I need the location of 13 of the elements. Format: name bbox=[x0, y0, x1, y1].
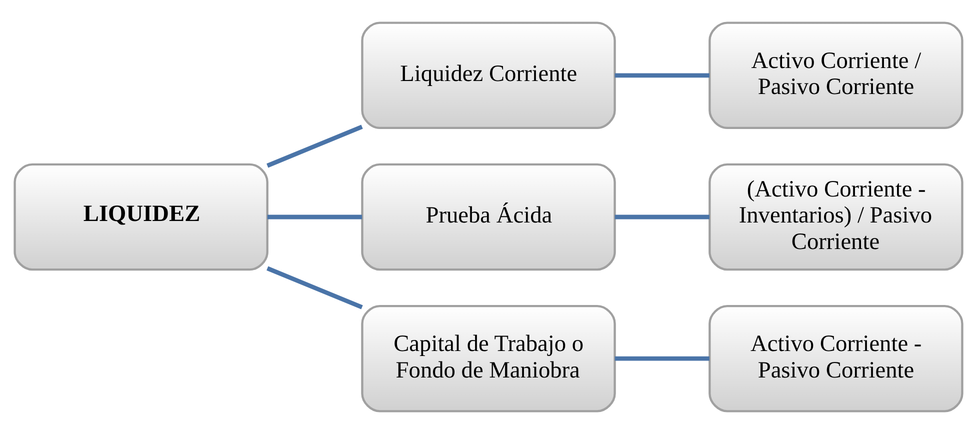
connector bbox=[614, 356, 710, 361]
node-box: Liquidez Corriente bbox=[361, 22, 616, 130]
connector bbox=[266, 266, 363, 310]
node-box: LIQUIDEZ bbox=[14, 163, 268, 271]
connector bbox=[266, 124, 363, 168]
node-box: Activo Corriente - Pasivo Corriente bbox=[708, 304, 964, 412]
connector bbox=[267, 214, 362, 220]
node-box: Capital de Trabajo o Fondo de Maniobra bbox=[361, 304, 616, 412]
node-box: Activo Corriente / Pasivo Corriente bbox=[708, 22, 964, 130]
connector bbox=[614, 214, 710, 220]
node-box: Prueba Ácida bbox=[361, 163, 616, 271]
connector bbox=[614, 73, 710, 78]
node-box: (Activo Corriente - Inventarios) / Pasivo Corriente bbox=[708, 163, 964, 271]
